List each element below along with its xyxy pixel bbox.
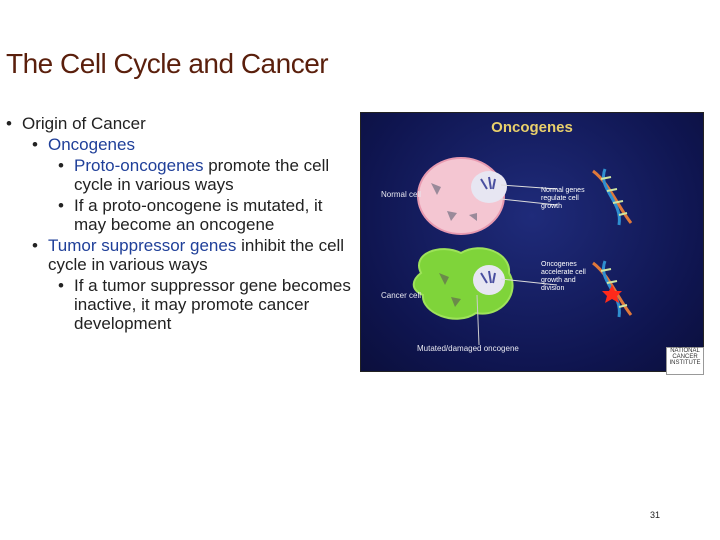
pointer-line bbox=[476, 294, 480, 346]
oncogenes-figure: Oncogenes Normal cell Cancer cell Normal… bbox=[360, 112, 704, 372]
bullet-mutated: • If a proto-oncogene is mutated, it may… bbox=[6, 196, 356, 234]
bullet-text: If a tumor suppressor gene becomes inact… bbox=[74, 276, 351, 333]
oncogenes-text: Oncogenes accelerate cell growth and div… bbox=[541, 261, 586, 292]
term-tumor-suppressor: Tumor suppressor genes bbox=[48, 236, 237, 255]
organelle-icon bbox=[431, 183, 477, 221]
organelle-icon bbox=[439, 273, 461, 307]
normal-genes-text: Normal genes regulate cell growth bbox=[541, 187, 585, 210]
bullet-origin: • Origin of Cancer bbox=[6, 114, 356, 133]
dna-bases bbox=[600, 176, 628, 216]
bullet-dot: • bbox=[6, 114, 12, 133]
bullet-dot: • bbox=[32, 236, 38, 255]
dna-strand bbox=[602, 260, 621, 318]
bullet-proto-oncogenes: • Proto-oncogenes promote the cell cycle… bbox=[6, 156, 356, 194]
nci-logo: NATIONAL CANCER INSTITUTE bbox=[666, 347, 704, 375]
bullet-dot: • bbox=[58, 156, 64, 175]
cancer-cell-label: Cancer cell bbox=[381, 291, 422, 300]
bullet-text: Oncogenes bbox=[48, 135, 135, 154]
zoom-line bbox=[500, 198, 558, 206]
chromosome-icon bbox=[480, 270, 496, 284]
figure-title: Oncogenes bbox=[491, 119, 573, 136]
bullet-text: Origin of Cancer bbox=[22, 114, 146, 133]
term-proto-oncogenes: Proto-oncogenes bbox=[74, 156, 204, 175]
chromosome-icon bbox=[480, 176, 496, 190]
mutated-oncogene-label: Mutated/damaged oncogene bbox=[417, 344, 519, 353]
dna-strand bbox=[592, 169, 633, 224]
bullet-oncogenes: • Oncogenes bbox=[6, 135, 356, 154]
dna-strand bbox=[602, 168, 621, 226]
dna-bases bbox=[600, 268, 628, 308]
bullet-list: • Origin of Cancer • Oncogenes • Proto-o… bbox=[6, 114, 356, 335]
page-number: 31 bbox=[650, 510, 661, 520]
bullet-tumor-suppressor: • Tumor suppressor genes inhibit the cel… bbox=[6, 236, 356, 274]
bullet-dot: • bbox=[58, 196, 64, 215]
bullet-text: inhibit the cell cycle in various ways bbox=[48, 236, 345, 274]
bullet-dot: • bbox=[58, 276, 64, 295]
bullet-inactive: • If a tumor suppressor gene becomes ina… bbox=[6, 276, 356, 333]
mutation-burst-icon bbox=[602, 285, 622, 303]
bullet-text: If a proto-oncogene is mutated, it may b… bbox=[74, 196, 323, 234]
zoom-line bbox=[500, 184, 558, 190]
bullet-dot: • bbox=[32, 135, 38, 154]
figure-illustration bbox=[412, 157, 633, 346]
cancer-cell-nucleus bbox=[473, 265, 505, 295]
normal-cell-nucleus bbox=[471, 171, 507, 203]
zoom-line bbox=[500, 278, 558, 286]
normal-cell-label: Normal cell bbox=[381, 190, 422, 199]
bullet-text: promote the cell cycle in various ways bbox=[74, 156, 330, 194]
slide-title: The Cell Cycle and Cancer bbox=[6, 48, 329, 79]
